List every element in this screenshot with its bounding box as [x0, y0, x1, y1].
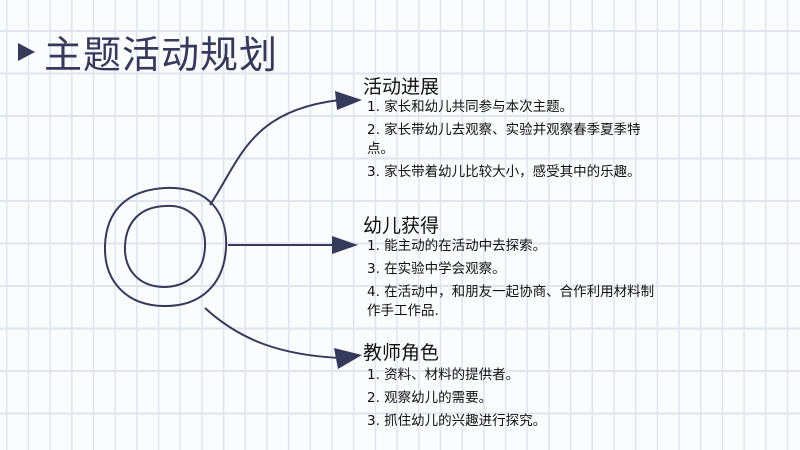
section-title: 幼儿获得 — [363, 215, 440, 237]
outer-circle — [103, 186, 228, 308]
list-item: 2. 观察幼儿的需要。 — [367, 390, 493, 406]
list-item: 3. 抓住幼儿的兴趣进行探究。 — [367, 413, 547, 429]
arrow-head-icon — [332, 236, 358, 254]
connector-bottom — [204, 307, 341, 359]
arrow-head-icon — [334, 348, 362, 369]
arrow-head-icon — [335, 91, 362, 110]
section-title: 活动进展 — [363, 76, 440, 98]
section-teacher-role: 教师角色 1. 资料、材料的提供者。 2. 观察幼儿的需要。 3. 抓住幼儿的兴… — [363, 342, 663, 431]
list-item: 3. 家长带着幼儿比较大小，感受其中的乐趣。 — [367, 164, 641, 180]
list-item: 1. 家长和幼儿共同参与本次主题。 — [367, 99, 574, 115]
list-item: 3. 在实验中学会观察。 — [367, 261, 506, 277]
section-child-gains: 幼儿获得 1. 能主动的在活动中去探索。 3. 在实验中学会观察。 4. 在活动… — [363, 215, 663, 321]
list-item: 1. 资料、材料的提供者。 — [367, 367, 520, 383]
list-item: 4. 在活动中，和朋友一起协商、合作利用材料制作手工作品. — [367, 284, 655, 319]
list-item: 2. 家长带幼儿去观察、实验并观察春季夏季特点。 — [367, 122, 641, 157]
slide-title: 主题活动规划 — [18, 24, 278, 79]
section-activity-progress: 活动进展 1. 家长和幼儿共同参与本次主题。 2. 家长带幼儿去观察、实验并观察… — [363, 76, 663, 182]
title-triangle-icon — [18, 42, 35, 61]
title-text: 主题活动规划 — [44, 33, 279, 77]
inner-circle — [123, 204, 207, 289]
section-title: 教师角色 — [363, 342, 440, 364]
list-item: 1. 能主动的在活动中去探索。 — [367, 238, 547, 254]
connector-top — [209, 99, 341, 206]
